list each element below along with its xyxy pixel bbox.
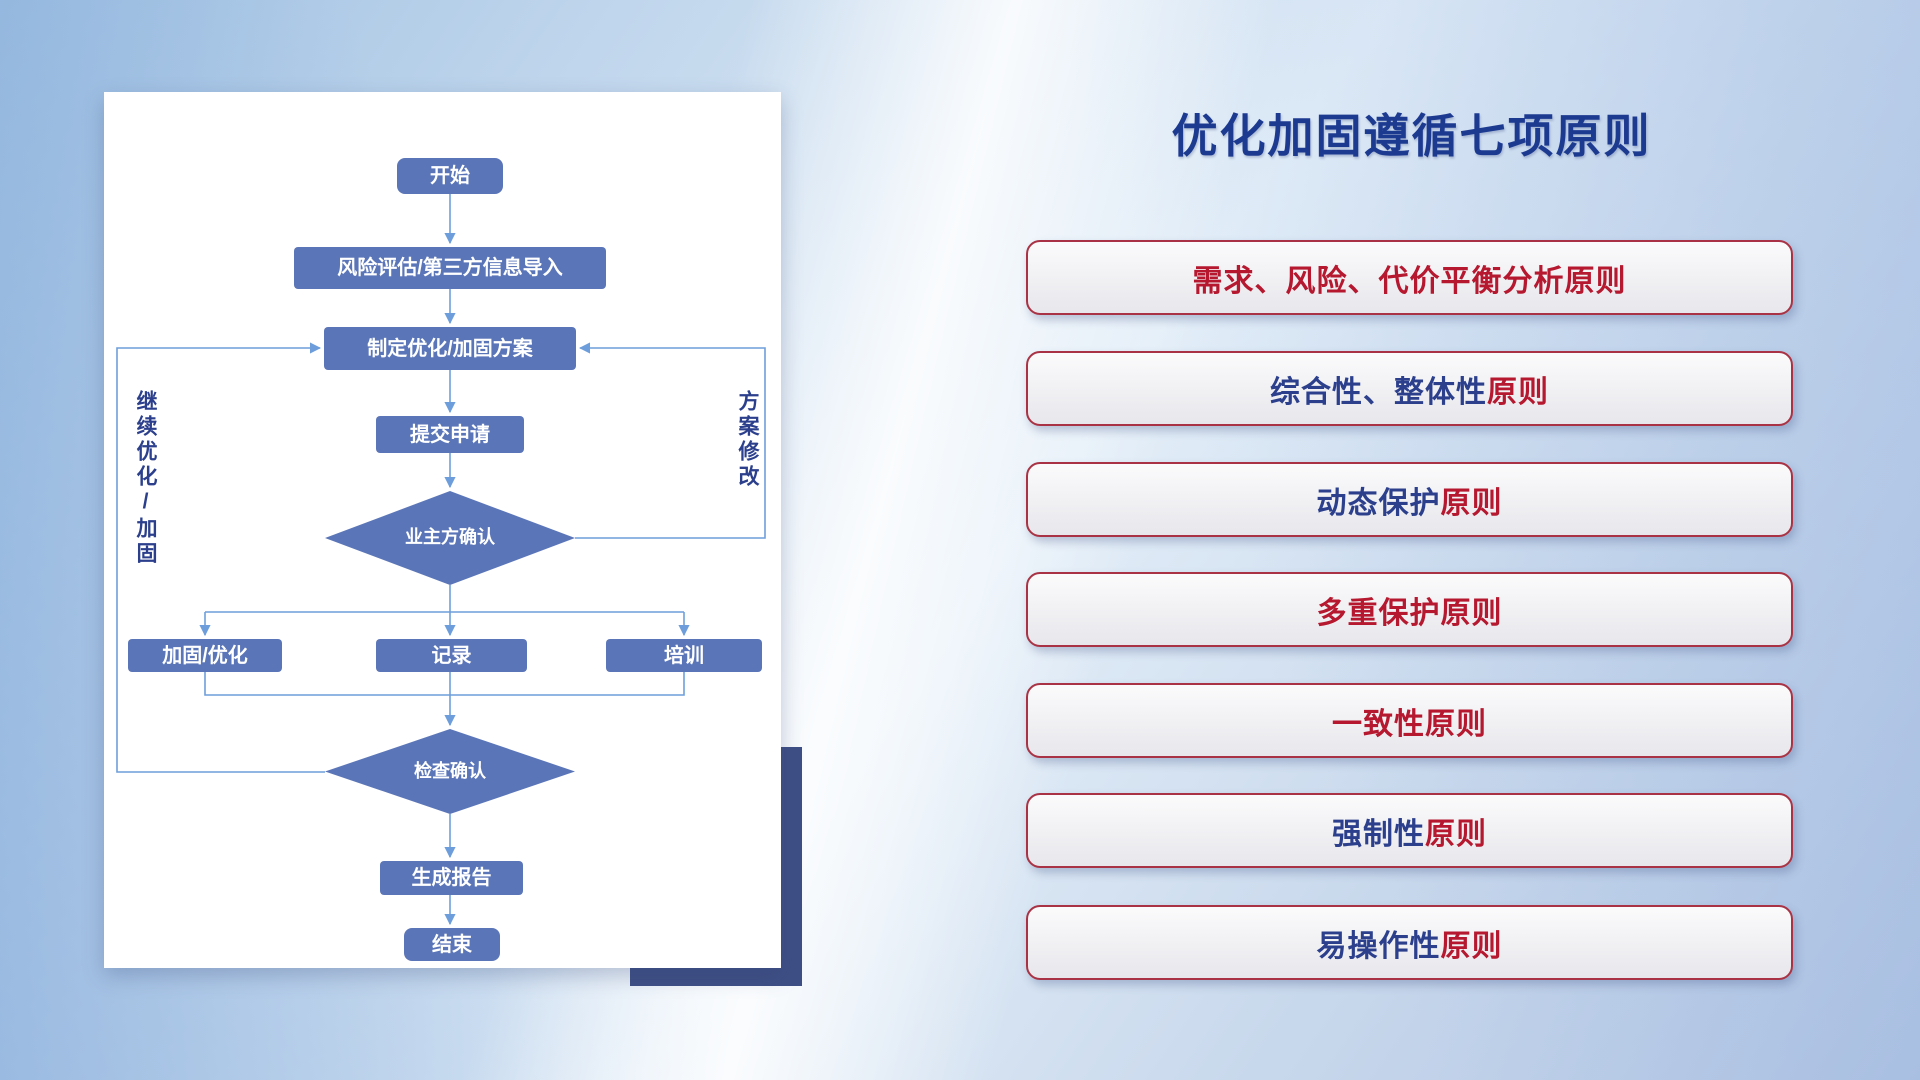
flow-node-reinforce: 加固/优化 xyxy=(128,639,282,672)
flow-node-make-plan: 制定优化/加固方案 xyxy=(324,327,576,370)
flow-node-submit: 提交申请 xyxy=(376,416,524,453)
flow-node-end: 结束 xyxy=(404,928,500,961)
principle-text: 强制性 xyxy=(1332,817,1425,851)
flowchart-card: 开始 风险评估/第三方信息导入 制定优化/加固方案 提交申请 业主方确认 加固/… xyxy=(104,92,781,968)
principle-box-6: 强制性 原则 xyxy=(1026,793,1793,868)
flow-loop-label-plan-revise: 方案修改 xyxy=(736,390,759,490)
principles-panel: 优化加固遵循七项原则 需求、风险、代价平衡分析原则 综合性、整体性 原则 动态保… xyxy=(1026,0,1797,1080)
flow-node-start: 开始 xyxy=(397,158,503,194)
flowchart-connectors xyxy=(116,194,766,926)
principle-text: 易操作性 xyxy=(1316,929,1441,963)
principle-text: 原则 xyxy=(1440,486,1503,520)
page-title: 优化加固遵循七项原则 xyxy=(1171,110,1652,162)
principle-box-3: 动态保护 原则 xyxy=(1026,462,1793,537)
flow-loop-label-continue-optimize: 继续优化/加固 xyxy=(134,390,157,567)
flow-node-report: 生成报告 xyxy=(380,861,523,895)
principle-box-5: 一致性原则 xyxy=(1026,683,1793,758)
principle-box-7: 易操作性 原则 xyxy=(1026,905,1793,980)
principle-box-4: 多重保护原则 xyxy=(1026,572,1793,647)
principle-text: 原则 xyxy=(1425,817,1487,851)
principle-text: 原则 xyxy=(1440,929,1503,963)
flow-node-record: 记录 xyxy=(376,639,527,672)
principle-text: 综合性、整体性 xyxy=(1270,375,1487,409)
principle-text: 动态保护 xyxy=(1316,486,1441,520)
principle-text: 一致性原则 xyxy=(1332,707,1487,741)
principle-text: 多重保护原则 xyxy=(1316,596,1503,630)
principle-text: 原则 xyxy=(1487,375,1549,409)
flow-node-training: 培训 xyxy=(606,639,762,672)
principle-text: 需求、风险、代价平衡分析原则 xyxy=(1192,264,1627,298)
principle-box-2: 综合性、整体性 原则 xyxy=(1026,351,1793,426)
connector-lines xyxy=(116,194,766,926)
flow-node-risk-import: 风险评估/第三方信息导入 xyxy=(294,247,606,289)
principle-box-1: 需求、风险、代价平衡分析原则 xyxy=(1026,240,1793,315)
